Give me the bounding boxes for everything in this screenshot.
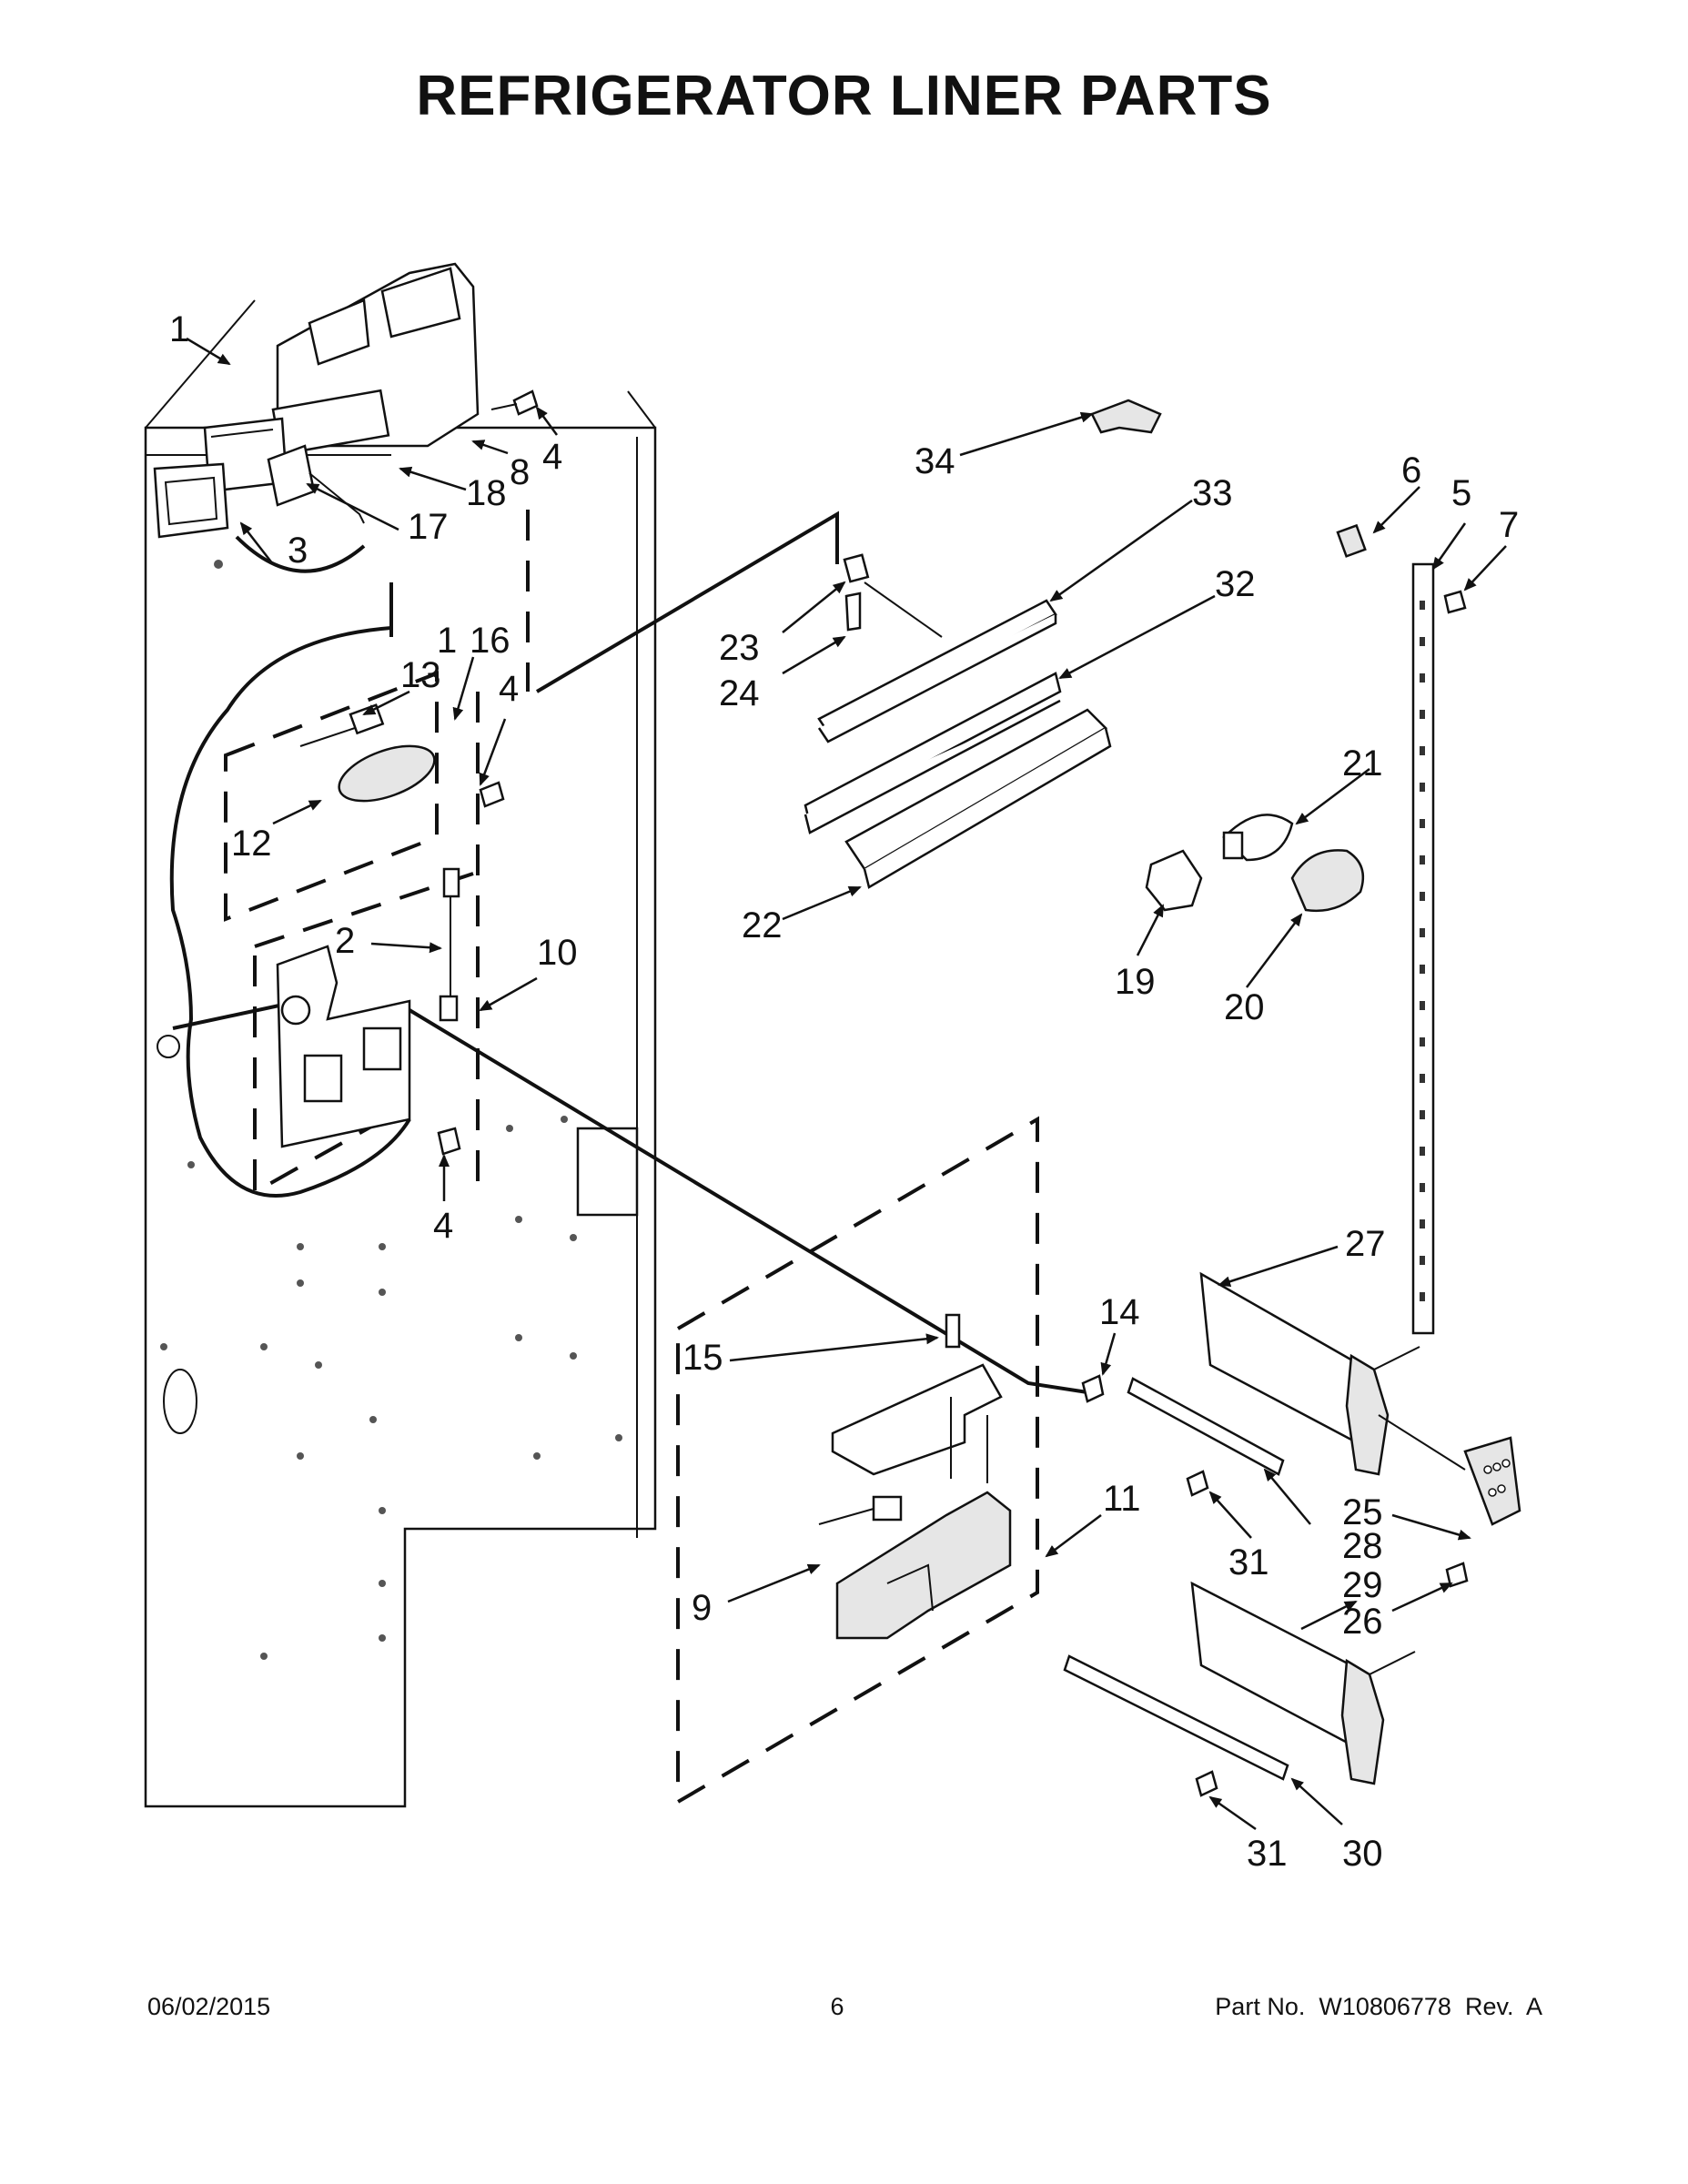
connector-2: [439, 867, 460, 1022]
tray-11: [835, 1491, 1012, 1640]
callout-1: 1: [169, 309, 189, 349]
footer-part-number: Part No. W10806778 Rev. A: [1215, 1993, 1542, 2020]
slide-rail-30: [1063, 1654, 1289, 1781]
callout-17: 17: [408, 507, 449, 547]
callout-20: 20: [1224, 987, 1265, 1027]
diffuser-3: [153, 462, 366, 573]
screw-31-upper: [1186, 1470, 1209, 1497]
callout-26: 26: [1342, 1602, 1383, 1642]
screw-4-lower: [437, 1127, 461, 1156]
screw-14: [1081, 1374, 1105, 1403]
callout-21: 21: [1342, 743, 1383, 784]
callout-25: 25: [1342, 1492, 1383, 1532]
callout-33: 33: [1192, 473, 1233, 513]
callout-28: 28: [1342, 1526, 1383, 1566]
shelf-frame-29: [1190, 1581, 1416, 1785]
light-channel-32: [804, 672, 1062, 834]
light-channel-33: [817, 599, 1057, 743]
callout-22: 22: [742, 905, 783, 945]
liner-screw-holes: [160, 560, 622, 1660]
callout-31-lower: 31: [1247, 1834, 1288, 1874]
wire-harness: [169, 626, 411, 1198]
callout-29: 29: [1342, 1565, 1383, 1605]
callout-2: 2: [335, 921, 355, 961]
leader-arrows: [186, 337, 1507, 1831]
callout-labels: 1 2 3 4 4 4 5 6 7 8 9 10 11 12 13 1 14 1…: [169, 309, 1519, 1874]
callout-23: 23: [719, 628, 760, 668]
slide-rail-28: [1127, 1377, 1285, 1476]
callout-6: 6: [1401, 450, 1421, 490]
dispenser-housing-10: [276, 945, 411, 1148]
lamp-socket-19: [1145, 849, 1203, 912]
clip-23: [843, 553, 943, 638]
footer-date: 06/02/2015: [147, 1993, 271, 2020]
callout-18: 18: [466, 473, 507, 513]
callout-10: 10: [537, 933, 578, 973]
callout-4-top: 4: [542, 437, 562, 477]
light-bracket-22: [844, 708, 1112, 889]
screw-26: [1445, 1562, 1469, 1588]
callout-32: 32: [1215, 564, 1256, 604]
lamp-cover-20: [1290, 849, 1365, 912]
callout-7: 7: [1499, 505, 1519, 545]
harness-9: [818, 1495, 903, 1525]
rail-screw-7: [1443, 590, 1467, 614]
callout-3: 3: [288, 531, 308, 571]
callout-34: 34: [915, 441, 955, 481]
callout-19: 19: [1115, 962, 1156, 1002]
callout-15: 15: [682, 1338, 723, 1378]
callout-13-prefix: 1: [437, 621, 457, 661]
shelf-frame-27: [1199, 1271, 1420, 1476]
callout-8: 8: [510, 452, 530, 492]
dashed-group-13: [224, 671, 439, 922]
callout-4-mid: 4: [499, 669, 519, 709]
module-cover-15: [831, 1313, 1003, 1483]
callout-24: 24: [719, 673, 760, 713]
callout-12: 12: [231, 824, 272, 864]
callout-16: 16: [470, 621, 510, 661]
callout-27: 27: [1345, 1224, 1386, 1264]
bulb-21: [1222, 814, 1294, 862]
callout-13: 13: [400, 655, 441, 695]
callout-4-lower: 4: [433, 1206, 453, 1246]
screw-31-lower: [1195, 1770, 1218, 1797]
clip-34: [1090, 399, 1162, 434]
dashed-group-11: [676, 1116, 1039, 1805]
top-air-housing: [271, 262, 480, 456]
callout-31-upper: 31: [1228, 1542, 1269, 1582]
screw-4-top: [490, 389, 539, 416]
callout-14: 14: [1099, 1292, 1140, 1332]
footer-page-number: 6: [830, 1993, 844, 2020]
callout-11: 11: [1103, 1479, 1141, 1519]
callout-9: 9: [692, 1588, 712, 1628]
screw-24: [844, 592, 862, 632]
page-title: REFRIGERATOR LINER PARTS: [416, 65, 1272, 127]
sensor-cover-12: [299, 703, 436, 803]
control-panel-25: [1378, 1414, 1521, 1526]
callout-30: 30: [1342, 1834, 1383, 1874]
screw-4-mid: [479, 781, 505, 808]
callout-5: 5: [1451, 473, 1471, 513]
shelf-rail-5: [1411, 562, 1435, 1335]
rail-clip-6: [1336, 523, 1367, 558]
